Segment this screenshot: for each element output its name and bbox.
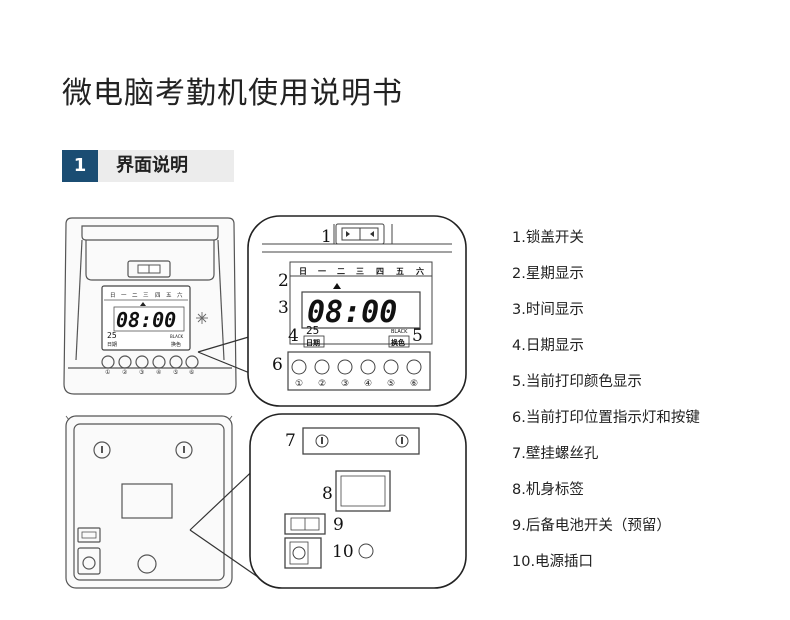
- callout-number: 6: [272, 355, 283, 375]
- weekday-label: 一: [121, 293, 127, 299]
- weekday-label: 三: [143, 292, 149, 299]
- page-title: 微电脑考勤机使用说明书: [62, 76, 403, 111]
- callout-number: 7: [285, 431, 296, 451]
- legend-item: 8.机身标签: [512, 482, 584, 498]
- callout-number: 2: [278, 271, 289, 291]
- front-date-display: 25: [107, 331, 117, 340]
- weekday-label: 四: [376, 267, 384, 276]
- callout-number: 10: [332, 542, 354, 562]
- zoom-button-number: ①: [295, 379, 303, 389]
- legend-item: 2.星期显示: [512, 266, 584, 282]
- back-device: [65, 415, 233, 589]
- front-device: [63, 217, 237, 395]
- weekday-label: 二: [132, 293, 138, 299]
- legend-item: 5.当前打印颜色显示: [512, 374, 642, 390]
- weekday-label: 四: [155, 292, 161, 299]
- component-legend: 1.锁盖开关 2.星期显示 3.时间显示 4.日期显示 5.当前打印颜色显示 6…: [512, 226, 700, 586]
- weekday-label: 三: [356, 267, 364, 276]
- callout-number: 1: [321, 227, 332, 247]
- front-zoom-callout: 日 一 二 三 四 五 六 08:00 25 日期 BLACK 换色 ① ② ③…: [247, 215, 467, 407]
- legend-item: 3.时间显示: [512, 302, 584, 318]
- weekday-label: 五: [166, 292, 172, 299]
- zoom-button-number: ⑤: [387, 379, 395, 389]
- zoom-button-number: ②: [318, 379, 326, 389]
- zoom-date-display: 25: [306, 324, 319, 337]
- front-button-number: ⑤: [173, 369, 178, 376]
- section-title: 界面说明: [116, 155, 188, 176]
- callout-number: 4: [288, 326, 299, 346]
- front-date-label: 日期: [107, 342, 117, 348]
- weekday-label: 六: [416, 266, 424, 276]
- section-number: 1: [62, 150, 98, 182]
- weekday-label: 二: [337, 267, 345, 276]
- front-color-label: 换色: [171, 341, 181, 348]
- zoom-button-number: ③: [341, 379, 349, 389]
- weekday-label: 日: [299, 267, 307, 276]
- callout-number: 9: [333, 515, 344, 535]
- zoom-time-display: 08:00: [307, 295, 397, 330]
- front-button-number: ④: [156, 369, 161, 376]
- front-button-row: [101, 355, 199, 369]
- callout-number: 3: [278, 298, 289, 318]
- legend-item: 7.壁挂螺丝孔: [512, 446, 599, 462]
- legend-item: 1.锁盖开关: [512, 230, 584, 246]
- legend-item: 6.当前打印位置指示灯和按键: [512, 410, 700, 426]
- weekday-label: 一: [318, 267, 326, 276]
- front-button-number: ⑥: [189, 369, 194, 376]
- weekday-label: 五: [396, 267, 404, 276]
- callout-number: 5: [412, 326, 423, 346]
- zoom-date-label: 日期: [306, 338, 320, 347]
- front-button-number: ①: [105, 369, 110, 376]
- callout-number: 8: [322, 484, 333, 504]
- legend-item: 10.电源插口: [512, 554, 594, 570]
- front-time-display: 08:00: [116, 308, 176, 332]
- weekday-label: 六: [177, 291, 183, 299]
- zoom-weekday-row: 日 一 二 三 四 五 六: [299, 266, 424, 276]
- front-color-display: BLACK: [170, 334, 184, 339]
- legend-item: 4.日期显示: [512, 338, 584, 354]
- weekday-label: 日: [110, 292, 116, 299]
- front-button-number: ②: [122, 369, 128, 376]
- zoom-color-display: BLACK: [391, 329, 408, 335]
- zoom-button-number: ④: [364, 379, 372, 389]
- zoom-color-label: 换色: [391, 338, 405, 347]
- front-button-number: ③: [139, 369, 144, 376]
- legend-item: 9.后备电池开关（预留）: [512, 518, 671, 534]
- zoom-button-number: ⑥: [410, 379, 418, 389]
- front-weekday-row: 日 一 二 三 四 五 六: [110, 291, 183, 299]
- back-zoom-callout: 7 8 9 10: [249, 413, 467, 589]
